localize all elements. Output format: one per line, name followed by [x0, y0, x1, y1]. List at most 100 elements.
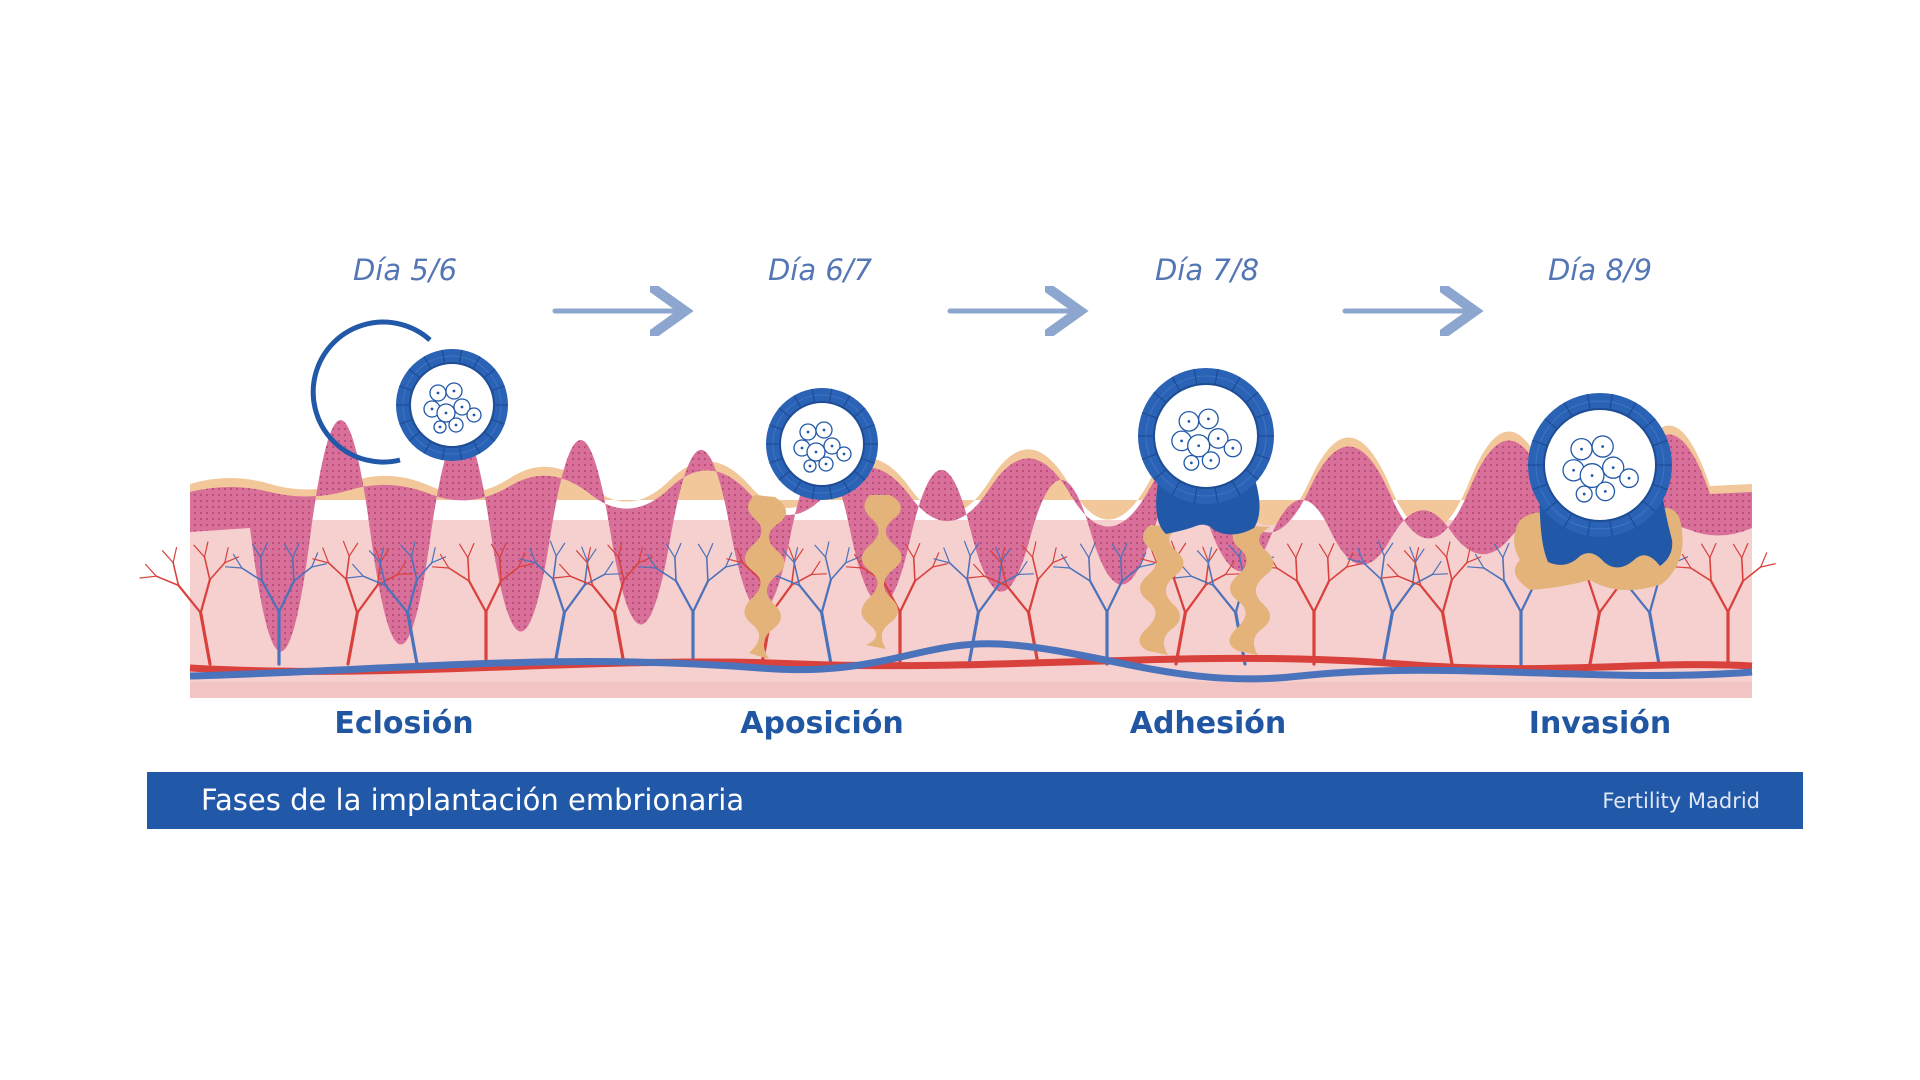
capillary: [1502, 542, 1510, 559]
capillary: [1079, 543, 1090, 559]
capillary: [586, 561, 594, 587]
day-label-3: Día 7/8: [1154, 253, 1260, 287]
capillary: [983, 575, 1008, 587]
capillary: [346, 611, 359, 666]
capillary: [904, 543, 915, 559]
cell-nucleus: [1207, 417, 1210, 421]
capillary: [362, 575, 387, 587]
capillary: [1431, 560, 1442, 576]
capillary: [691, 579, 710, 614]
trophectoderm-cell-border: [793, 480, 802, 493]
capillary: [586, 546, 592, 564]
trophectoderm-cell-border: [1214, 487, 1219, 504]
trophectoderm-cell-border: [472, 356, 481, 369]
capillary: [948, 562, 968, 581]
capillary: [345, 578, 359, 614]
capillary: [260, 542, 268, 559]
trophoblast-left-3: [1139, 525, 1184, 655]
phase-label-hatching: Eclosión: [334, 706, 474, 741]
capillary: [932, 552, 940, 568]
capillary: [374, 546, 382, 563]
capillary: [1383, 542, 1394, 557]
stage-3-adhesion: [1138, 368, 1274, 655]
capillary: [1140, 558, 1158, 564]
trophectoderm-cell-border: [1231, 480, 1241, 496]
capillary: [1119, 557, 1123, 582]
capillary: [139, 575, 157, 579]
trophectoderm-cell-border: [828, 485, 833, 500]
capillary: [1346, 563, 1362, 568]
capillary: [1397, 575, 1422, 587]
trophectoderm-cell-border: [1193, 368, 1198, 385]
capillary: [209, 561, 226, 581]
trophectoderm-cell-border: [1609, 393, 1614, 410]
cell-nucleus: [1582, 492, 1586, 496]
trophectoderm-cell-border: [1245, 468, 1259, 481]
trophectoderm-cell-border: [842, 480, 851, 493]
cell-nucleus: [1189, 461, 1193, 465]
capillary: [1760, 563, 1776, 568]
capillary: [1088, 542, 1096, 559]
trophectoderm-cell-border: [828, 388, 833, 403]
capillary: [914, 566, 934, 582]
capillary: [1431, 573, 1449, 576]
capillary: [913, 543, 921, 559]
capillary: [1381, 575, 1399, 579]
cell-nucleus: [472, 413, 476, 417]
capillary: [853, 553, 864, 569]
trophectoderm-cell-border: [1652, 439, 1668, 447]
trophectoderm-cell-border: [1153, 391, 1167, 404]
trophectoderm-cell-border: [1153, 468, 1167, 481]
cell-nucleus: [1580, 447, 1583, 451]
capillary: [499, 543, 507, 559]
capillary: [824, 556, 832, 581]
capillary: [569, 575, 594, 587]
blastocyst-1: [396, 349, 508, 461]
capillary: [617, 541, 623, 558]
trophectoderm-cell-border: [483, 368, 496, 379]
capillary: [603, 560, 614, 576]
capillary: [967, 575, 985, 579]
banner-title: Fases de la implantación embrionaria: [201, 783, 745, 817]
cell-nucleus: [1187, 419, 1191, 423]
capillary: [798, 584, 823, 614]
trophectoderm-cell-border: [1544, 500, 1558, 512]
capillary: [172, 546, 178, 564]
capillary: [1709, 556, 1712, 582]
capillary: [1276, 567, 1298, 582]
main-vein: [189, 640, 1753, 683]
capillary: [969, 542, 980, 557]
capillary: [203, 541, 209, 558]
capillary: [1726, 579, 1745, 614]
capillary: [1000, 548, 1011, 563]
capillary: [1000, 561, 1008, 587]
capillary: [312, 558, 330, 564]
capillary: [1052, 547, 1057, 564]
capillary: [1445, 556, 1453, 581]
capillary: [820, 578, 832, 614]
phase-label-invasion: Invasión: [1528, 706, 1672, 741]
capillary: [1598, 583, 1621, 614]
capillary: [1105, 579, 1124, 614]
capillary: [586, 548, 597, 563]
capillary: [1502, 579, 1523, 614]
title-banner: Fases de la implantación embrionaria Fer…: [147, 772, 1803, 829]
capillary: [277, 579, 296, 614]
cell-nucleus: [822, 428, 826, 432]
trophectoderm-cell-border: [1642, 500, 1656, 512]
capillary: [1673, 566, 1692, 569]
cell-nucleus: [444, 411, 448, 415]
capillary: [555, 542, 566, 557]
capillary: [1202, 546, 1210, 563]
trophectoderm-cell-border: [769, 457, 783, 464]
cell-nucleus: [452, 389, 456, 393]
day-label-1: Día 5/6: [352, 253, 458, 287]
capillary: [559, 563, 571, 577]
day-label-2: Día 6/7: [767, 253, 873, 287]
trophectoderm-cell-border: [408, 431, 421, 442]
capillary: [674, 556, 677, 582]
blood-vessel-network: [139, 540, 1776, 666]
capillary: [1741, 543, 1749, 559]
capillary: [705, 557, 709, 582]
trophectoderm-cell-border: [811, 485, 816, 500]
